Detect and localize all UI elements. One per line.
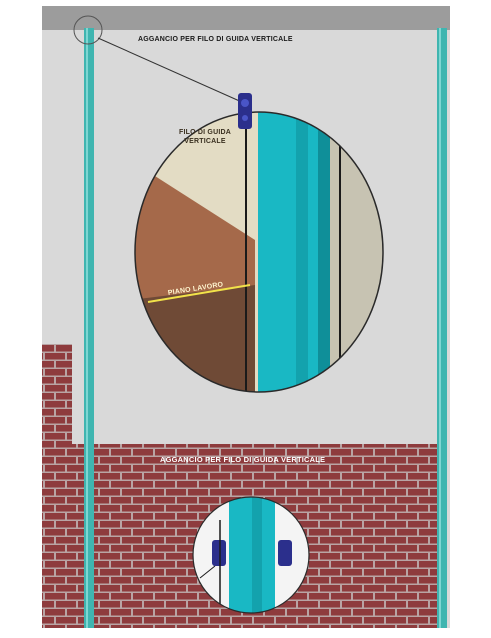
brick-wall-left [42, 344, 72, 444]
guide-rail-left [84, 28, 94, 628]
top-beam [42, 6, 450, 30]
zoom-circle-bottom [193, 497, 309, 613]
clamp-icon [238, 93, 252, 129]
bottom-leader-line [199, 565, 216, 579]
detail-marker-circle [73, 15, 103, 45]
vertical-wire-label-line2: VERTICALE [184, 138, 226, 145]
vertical-wire-label-line1: FILO DI GUIDA [179, 129, 231, 136]
vertical-wire-label: FILO DI GUIDA VERTICALE [178, 128, 232, 146]
zoom-circle-icon [135, 112, 383, 392]
leader-line [97, 37, 245, 104]
top-callout-label: AGGANCIO PER FILO DI GUIDA VERTICALE [138, 36, 293, 43]
guide-rail-right [437, 28, 447, 628]
bottom-callout-label: AGGANCIO PER FILO DI GUIDA VERTICALE [160, 455, 326, 464]
